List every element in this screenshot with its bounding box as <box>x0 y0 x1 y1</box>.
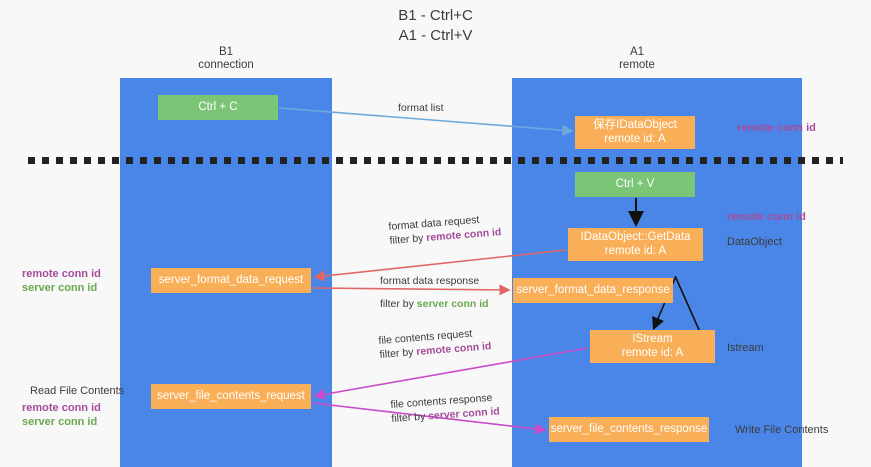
node-idataobject-text: 保存IDataObject remote id: A <box>593 119 677 146</box>
edge-label-format-list: format list <box>398 101 444 115</box>
filter-key-server-conn-id: server conn id <box>416 298 489 310</box>
node-server-format-data-request[interactable]: server_format_data_request <box>151 268 311 293</box>
node-ctrl-c[interactable]: Ctrl + C <box>158 95 278 120</box>
edge-label-file-contents-response: file contents response filter by server … <box>390 390 500 426</box>
edge-label-format-data-response-filter: filter by server conn id <box>380 297 489 311</box>
title-line-1: B1 - Ctrl+C <box>398 7 473 24</box>
annotation-read-file-contents: Read File Contents <box>30 385 124 399</box>
annotation-remote-conn-id-mid-text: remote conn id <box>727 211 806 223</box>
node-getdata-line2: remote id: A <box>604 244 667 257</box>
node-istream[interactable]: IStream remote id: A <box>590 330 715 363</box>
node-server-format-data-request-label: server_format_data_request <box>158 273 304 286</box>
node-idataobject-getdata[interactable]: IDataObject::GetData remote id: A <box>568 228 703 261</box>
annotation-left-bot-server: server conn id <box>22 415 98 428</box>
filter-key-server-conn-id: server conn id <box>427 405 501 423</box>
node-server-file-contents-request-label: server_file_contents_request <box>157 389 305 402</box>
swimlane-header-b1: B1 connection <box>146 46 306 72</box>
node-server-file-contents-response-label: server_file_contents_response <box>550 422 708 435</box>
connector-format-data-response <box>312 284 511 296</box>
annotation-remote-conn-id-mid: remote conn id <box>727 211 806 225</box>
annotation-istream: Istream <box>727 342 764 356</box>
filter-by-prefix: filter by <box>391 410 429 425</box>
node-idataobject-line1: 保存IDataObject <box>593 119 677 131</box>
annotation-left-middle: remote conn id server conn id <box>22 268 101 295</box>
annotation-left-bottom: remote conn id server conn id <box>22 402 101 429</box>
swimlane-b1-role: connection <box>198 59 254 71</box>
swimlane-a1-role: remote <box>619 59 655 71</box>
edge-label-format-data-request: format data request filter by remote con… <box>388 211 502 248</box>
annotation-dataobject: DataObject <box>727 236 782 250</box>
node-ctrl-v[interactable]: Ctrl + V <box>575 172 695 197</box>
node-istream-text: IStream remote id: A <box>622 333 683 360</box>
filter-by-prefix: filter by <box>380 298 417 310</box>
annotation-remote-conn-id-top-text: remote conn id <box>737 122 816 134</box>
annotation-left-bot-remote: remote conn id <box>22 402 101 414</box>
edge-label-format-data-response: format data response <box>380 274 479 288</box>
swimlane-header-a1: A1 remote <box>557 46 717 72</box>
node-server-format-data-response[interactable]: server_format_data_response <box>513 278 673 303</box>
node-ctrl-c-label: Ctrl + C <box>198 100 238 113</box>
edge-label-format-list-text: format list <box>398 102 444 114</box>
annotation-dataobject-text: DataObject <box>727 236 783 248</box>
annotation-write-file-contents: Write File Contents <box>735 424 828 438</box>
node-idataobject-line2: remote id: A <box>604 132 666 145</box>
annotation-istream-text: Istream <box>727 342 764 354</box>
annotation-write-file-contents-text: Write File Contents <box>735 424 829 436</box>
node-ctrl-v-label: Ctrl + V <box>615 177 655 190</box>
swimlane-b1-name: B1 <box>218 46 234 58</box>
diagram-title: B1 - Ctrl+C A1 - Ctrl+V <box>0 6 871 46</box>
annotation-read-file-contents-text: Read File Contents <box>30 385 125 397</box>
node-idataobject[interactable]: 保存IDataObject remote id: A <box>575 116 695 149</box>
node-server-file-contents-request[interactable]: server_file_contents_request <box>151 384 311 409</box>
title-line-2: A1 - Ctrl+V <box>398 27 473 44</box>
filter-by-prefix: filter by <box>389 232 427 247</box>
edge-label-file-contents-request: file contents request filter by remote c… <box>378 325 492 362</box>
node-istream-line1: IStream <box>632 333 673 345</box>
filter-by-prefix: filter by <box>379 346 417 361</box>
node-server-format-data-response-label: server_format_data_response <box>516 283 670 296</box>
phase-divider <box>28 157 843 164</box>
node-getdata-line1: IDataObject::GetData <box>580 231 691 243</box>
node-getdata-text: IDataObject::GetData remote id: A <box>581 231 691 258</box>
annotation-remote-conn-id-top: remote conn id <box>737 122 816 136</box>
annotation-left-mid-remote: remote conn id <box>22 268 101 280</box>
annotation-left-mid-server: server conn id <box>22 281 98 294</box>
node-server-file-contents-response[interactable]: server_file_contents_response <box>549 417 709 442</box>
swimlane-a1-name: A1 <box>629 46 645 58</box>
edge-label-format-data-response-text: format data response <box>380 275 480 287</box>
node-istream-line2: remote id: A <box>621 346 684 359</box>
